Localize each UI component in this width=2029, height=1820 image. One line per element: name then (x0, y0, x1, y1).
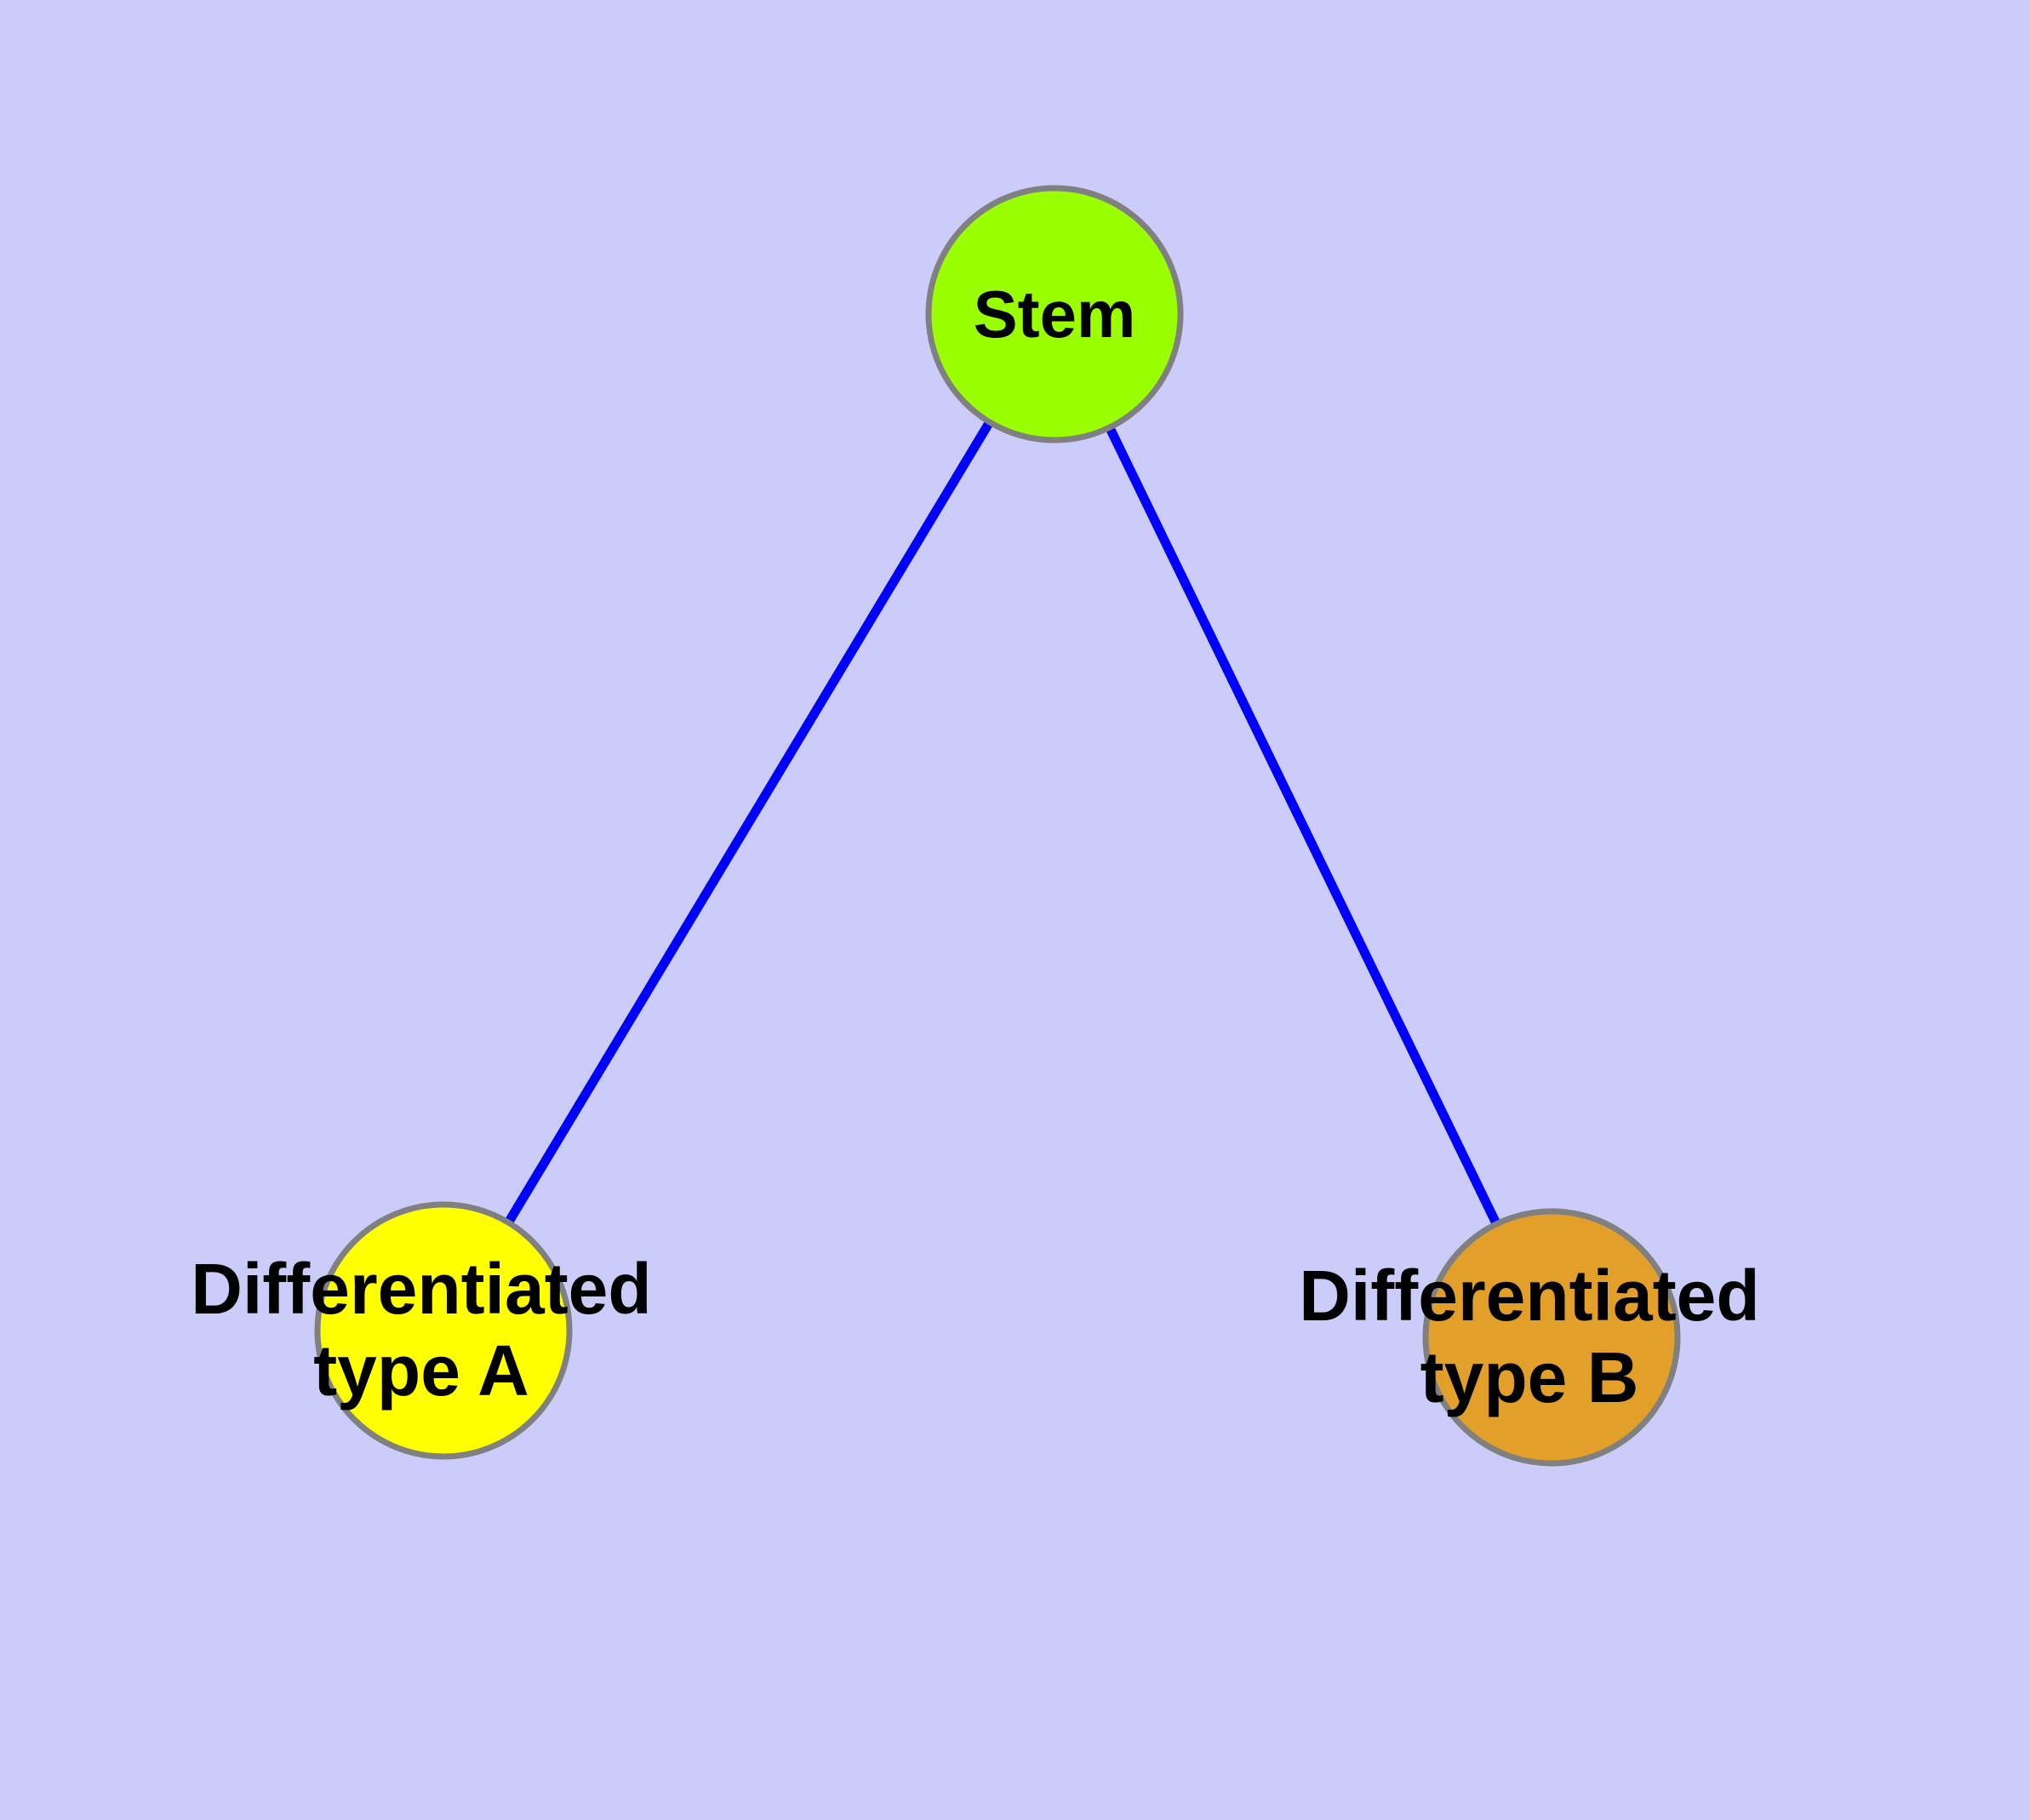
node-stem-circle[interactable] (925, 185, 1184, 444)
edge-layer (504, 419, 1501, 1227)
node-layer (314, 185, 1681, 1467)
node-differentiated-a-circle[interactable] (314, 1201, 573, 1460)
node-differentiated-b-circle[interactable] (1422, 1208, 1681, 1467)
edge-stem-to-differentiated-a[interactable] (504, 419, 994, 1226)
edge-stem-to-differentiated-b[interactable] (1105, 425, 1501, 1227)
